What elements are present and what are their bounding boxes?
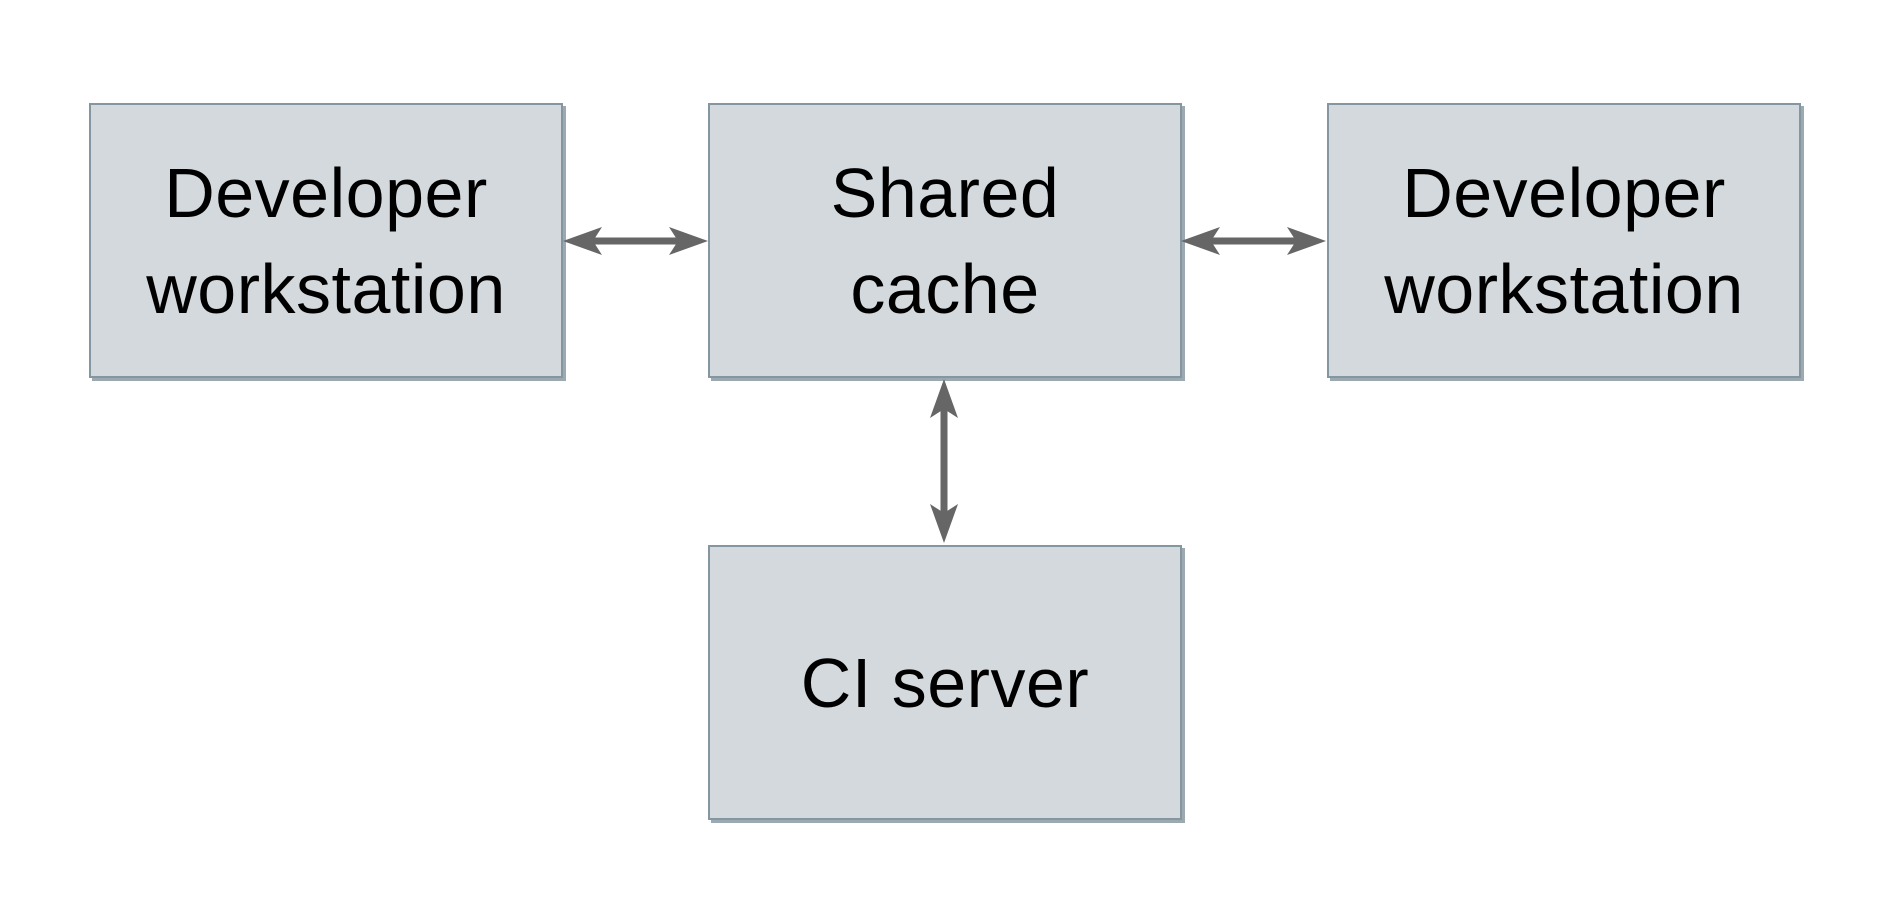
arrow-shared-cache-right-workstation	[1180, 224, 1327, 258]
node-developer-workstation-right: Developer workstation	[1327, 103, 1801, 378]
node-label-line: cache	[850, 249, 1040, 328]
arrow-shared-cache-ci-server	[927, 378, 961, 544]
node-shared-cache: Shared cache	[708, 103, 1182, 378]
node-developer-workstation-left: Developer workstation	[89, 103, 563, 378]
arrow-left-workstation-shared-cache	[562, 224, 709, 258]
node-label-line: Developer	[164, 153, 488, 232]
double-arrow-vertical-icon	[930, 379, 958, 543]
node-label-line: workstation	[1384, 249, 1744, 328]
node-label-line: Developer	[1402, 153, 1726, 232]
double-arrow-horizontal-icon	[563, 227, 708, 255]
node-ci-server: CI server	[708, 545, 1182, 820]
node-label-line: Shared	[830, 153, 1060, 232]
node-label-line: workstation	[146, 249, 506, 328]
double-arrow-horizontal-icon	[1181, 227, 1326, 255]
node-label-line: CI server	[800, 643, 1090, 722]
